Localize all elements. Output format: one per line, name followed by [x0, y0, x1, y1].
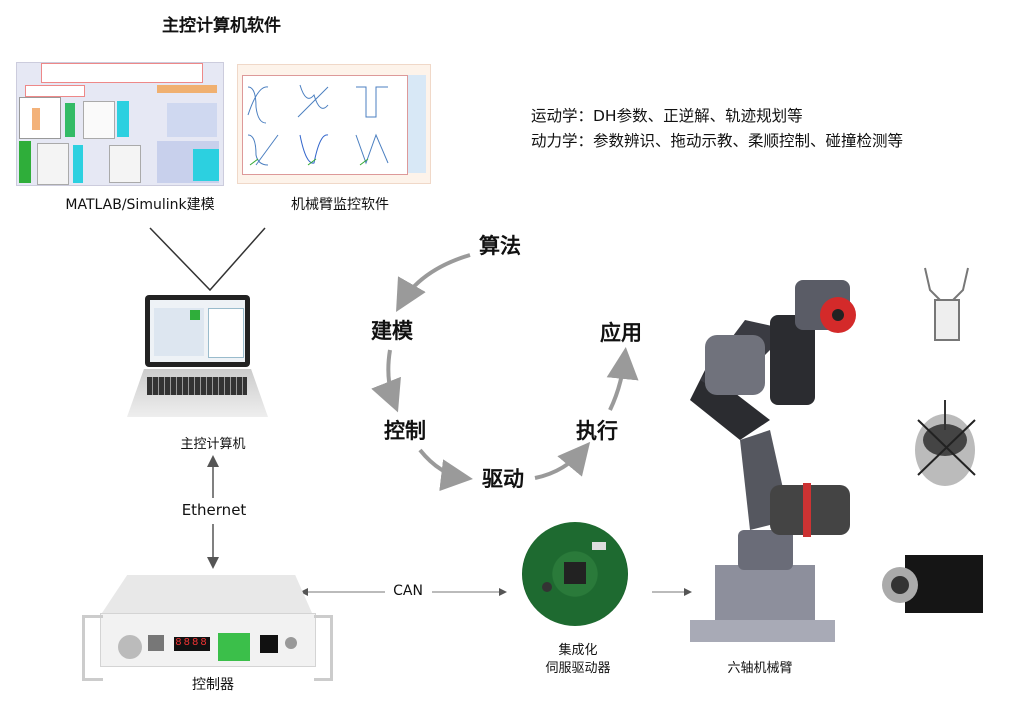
cycle-modeling: 建模	[371, 319, 413, 343]
monitor-plots	[247, 84, 389, 166]
v-connector	[149, 227, 266, 292]
controller-image: 8888	[82, 575, 333, 681]
monitor-software-screenshot	[237, 64, 431, 184]
monitor-software-label: 机械臂监控软件	[291, 197, 389, 213]
cycle-control: 控制	[384, 419, 426, 443]
cycle-arrow-5	[606, 347, 639, 411]
kinematics-note: 运动学：DH参数、正逆解、轨迹规划等	[531, 107, 803, 125]
cycle-drive: 驱动	[482, 467, 524, 491]
cycle-arrow-4	[534, 441, 591, 480]
controller-label: 控制器	[192, 677, 234, 693]
cycle-execute: 执行	[576, 419, 618, 443]
cycle-arrow-3	[418, 448, 473, 492]
dynamics-note: 动力学：参数辨识、拖动示教、柔顺控制、碰撞检测等	[531, 132, 904, 150]
robot-arm-label: 六轴机械臂	[727, 661, 793, 676]
cycle-arrow-2	[371, 349, 401, 413]
industrial-camera-image	[882, 555, 983, 613]
simulink-label: MATLAB/Simulink建模	[65, 197, 215, 213]
software-title: 主控计算机软件	[162, 16, 281, 36]
laptop-image	[125, 295, 270, 425]
driver-label-line2: 伺服驱动器	[545, 661, 611, 676]
computer-label: 主控计算机	[180, 437, 246, 452]
simulink-screenshot	[16, 62, 224, 186]
cycle-algorithm: 算法	[479, 234, 521, 258]
can-label: CAN	[393, 583, 423, 599]
ethernet-label: Ethernet	[181, 501, 247, 519]
cycle-arrow-1	[396, 253, 471, 312]
driver-label-line1: 集成化	[558, 643, 598, 658]
servo-driver-board-image	[522, 522, 628, 626]
suction-tool-image	[915, 400, 976, 486]
cycle-application: 应用	[600, 321, 642, 345]
gripper-image	[924, 267, 969, 341]
